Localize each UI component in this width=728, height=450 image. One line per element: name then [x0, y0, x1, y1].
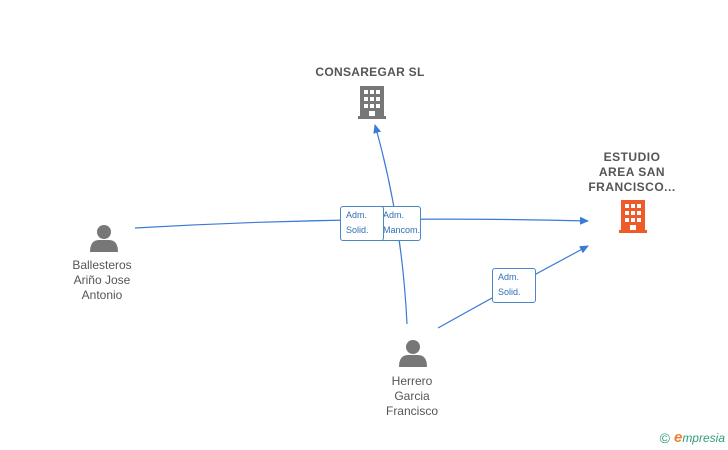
brand-logo: empresia	[673, 429, 725, 446]
edge-label-line: Adm.	[346, 210, 368, 220]
node-label-line: Ariño Jose	[73, 273, 131, 287]
edge-label-line: Solid.	[498, 287, 521, 297]
node-label-herrero[interactable]: Herrero Garcia Francisco	[360, 374, 464, 419]
node-label-line: Francisco	[385, 404, 438, 418]
node-label-line: Garcia	[394, 389, 430, 403]
node-label-estudio[interactable]: ESTUDIO AREA SAN FRANCISCO...	[572, 150, 692, 195]
node-label-ballesteros[interactable]: Ballesteros Ariño Jose Antonio	[50, 258, 154, 303]
edge-label-line: Solid.	[346, 225, 369, 235]
building-icon[interactable]	[358, 86, 386, 119]
edge-label-line: Adm.	[498, 272, 520, 282]
edge-label-ballesteros-estudio[interactable]: Adm. Solid.	[340, 206, 384, 241]
edge-label-herrero-estudio[interactable]: Adm. Solid.	[492, 268, 536, 303]
edge-label-line: Adm.	[383, 210, 405, 220]
brand-watermark[interactable]: © empresia	[660, 429, 725, 446]
building-icon-highlighted[interactable]	[619, 200, 647, 233]
person-icon[interactable]	[90, 225, 118, 252]
edge-label-line: Mancom.	[383, 225, 421, 235]
node-label-line: Ballesteros	[72, 258, 132, 272]
node-label-line: AREA SAN	[598, 165, 666, 179]
node-label-consaregar[interactable]: CONSAREGAR SL	[315, 65, 425, 79]
node-label-line: ESTUDIO	[603, 150, 661, 164]
copyright-icon: ©	[659, 429, 670, 446]
node-label-line: Herrero	[391, 374, 433, 388]
node-label-line: FRANCISCO...	[588, 180, 676, 194]
person-icon[interactable]	[399, 340, 427, 367]
node-label-line: Antonio	[81, 288, 123, 302]
